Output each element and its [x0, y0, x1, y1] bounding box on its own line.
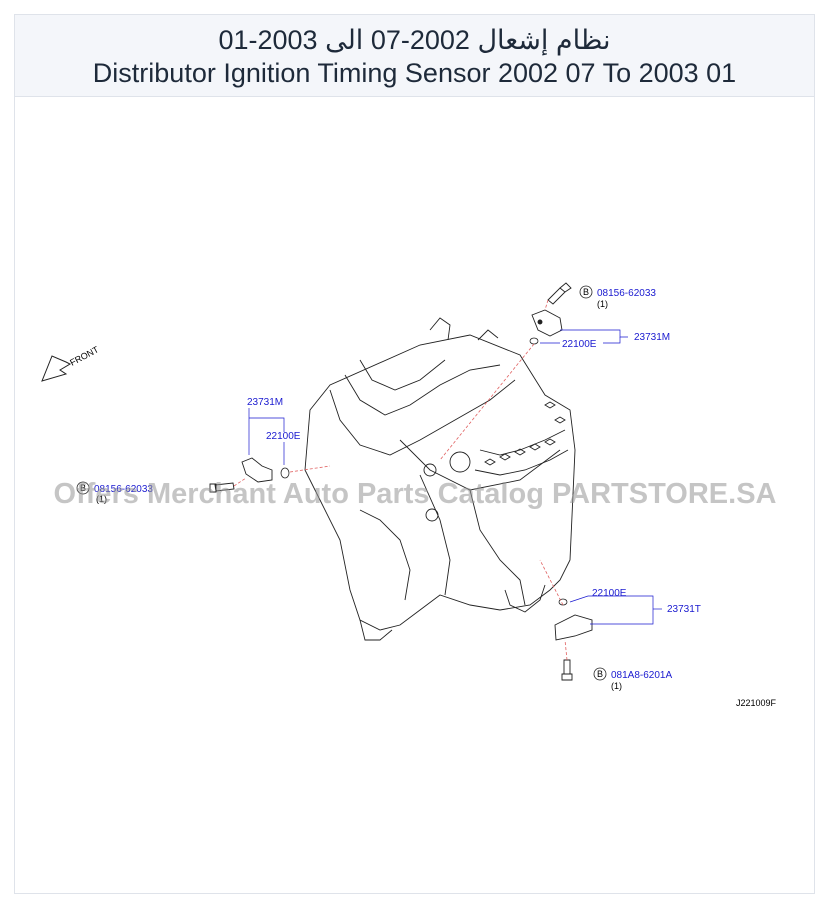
bottom-bolt-code: 081A8-6201A [611, 670, 672, 681]
top-sensor-icon [531, 309, 563, 337]
left-sensor-group: 23731M 22100E B 08156-62033 (1) [76, 397, 331, 504]
top-sensor-group: B 08156-62033 (1) 22100E 23731M [439, 282, 670, 461]
left-sensor-code: 23731M [247, 397, 283, 408]
bottom-bolt-icon [561, 659, 573, 681]
left-oring-code: 22100E [266, 431, 301, 442]
title-arabic: نظام إشعال 2002-07 الى 2003-01 [218, 25, 611, 55]
top-sensor-code: 23731M [634, 332, 670, 343]
bottom-sensor-code: 23731T [667, 604, 701, 615]
engine-drawing [304, 317, 576, 641]
top-oring-code: 22100E [562, 339, 597, 350]
left-bolt-icon [209, 482, 235, 493]
top-bolt-icon [547, 282, 572, 305]
left-bolt-qty: (1) [96, 494, 107, 504]
bottom-circle-letter: B [597, 669, 603, 679]
front-label: FRONT [68, 344, 101, 368]
title-english: Distributor Ignition Timing Sensor 2002 … [92, 58, 737, 88]
bottom-sensor-icon [554, 614, 593, 641]
bottom-bolt-qty: (1) [611, 681, 622, 691]
watermark: Offers Merchant Auto Parts Catalog PARTS… [53, 478, 777, 510]
bottom-oring-code: 22100E [592, 588, 627, 599]
page-header: نظام إشعال 2002-07 الى 2003-01 Distribut… [15, 15, 814, 97]
diagram-code: J221009F [736, 698, 777, 708]
left-bolt-code: 08156-62033 [94, 484, 153, 495]
front-arrow-icon: FRONT [41, 344, 101, 382]
diagram-frame: نظام إشعال 2002-07 الى 2003-01 Distribut… [14, 14, 815, 894]
bottom-sensor-group: 22100E 23731T B 081A8-6201A (1) [539, 559, 701, 691]
top-oring-icon [529, 337, 539, 345]
left-circle-letter: B [80, 483, 86, 493]
top-circle-letter: B [583, 287, 589, 297]
left-sensor-icon [241, 457, 273, 483]
top-bolt-qty: (1) [597, 299, 608, 309]
left-oring-icon [280, 467, 290, 479]
top-bolt-code: 08156-62033 [597, 288, 656, 299]
